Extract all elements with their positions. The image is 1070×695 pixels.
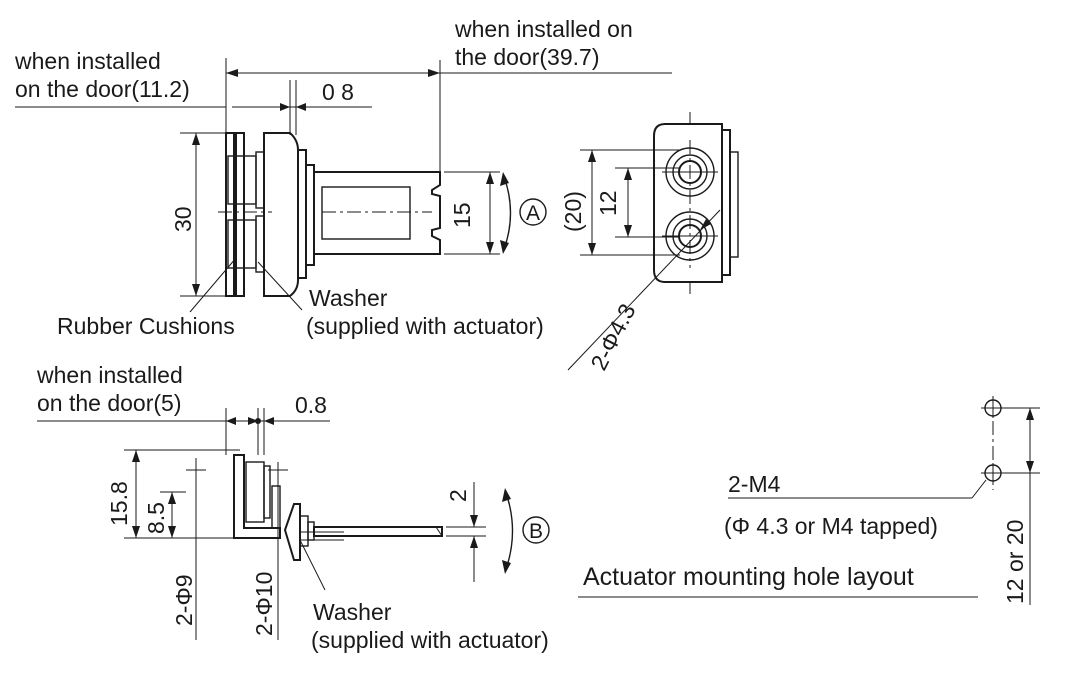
top-gap-dim: 0 8 [322, 79, 354, 105]
bottom-door-note-line2: on the door(5) [37, 390, 181, 416]
rubber-cushions-label: Rubber Cushions [57, 313, 235, 339]
bottom-dia10: 2-Φ10 [251, 572, 277, 636]
top-view: when installed on the door(11.2) when in… [14, 16, 672, 339]
view-b-marker: B [529, 520, 543, 543]
thread-label: 2-M4 [728, 471, 781, 497]
top-height-dim: 30 [170, 206, 196, 232]
door-right-note-line2: the door(39.7) [455, 44, 599, 70]
thread-note: (Φ 4.3 or M4 tapped) [724, 513, 938, 539]
bottom-dim-158: 15.8 [106, 481, 132, 526]
side-hole-label: 2-Φ4.3 [585, 299, 640, 374]
bottom-dim-2: 2 [445, 489, 471, 502]
top-washer-note: (supplied with actuator) [306, 313, 544, 339]
bottom-washer-note: (supplied with actuator) [311, 627, 549, 653]
top-washer-label: Washer [309, 285, 388, 311]
bottom-view: when installed on the door(5) 0.8 15.8 8… [36, 362, 550, 653]
hole-layout-title: Actuator mounting hole layout [583, 563, 914, 591]
bottom-door-note-line1: when installed [36, 362, 183, 388]
door-left-note-line2: on the door(11.2) [15, 76, 190, 102]
side-dim-12: 12 [595, 190, 621, 216]
door-left-note-line1: when installed [14, 48, 161, 74]
side-view: (20) 12 2-Φ4.3 [560, 112, 739, 374]
bottom-gap-dim: 0.8 [295, 392, 327, 418]
side-dim-20: (20) [560, 191, 586, 232]
bottom-dim-85: 8.5 [143, 502, 169, 534]
view-a-marker: A [526, 202, 540, 225]
bottom-washer-label: Washer [313, 599, 392, 625]
hole-pitch-dim: 12 or 20 [1002, 520, 1028, 604]
mounting-hole-layout: 12 or 20 2-M4 (Φ 4.3 or M4 tapped) Actua… [578, 396, 1040, 605]
tongue-width-dim: 15 [449, 202, 475, 228]
bottom-dia9: 2-Φ9 [171, 574, 197, 626]
door-right-note-line1: when installed on [454, 16, 633, 42]
